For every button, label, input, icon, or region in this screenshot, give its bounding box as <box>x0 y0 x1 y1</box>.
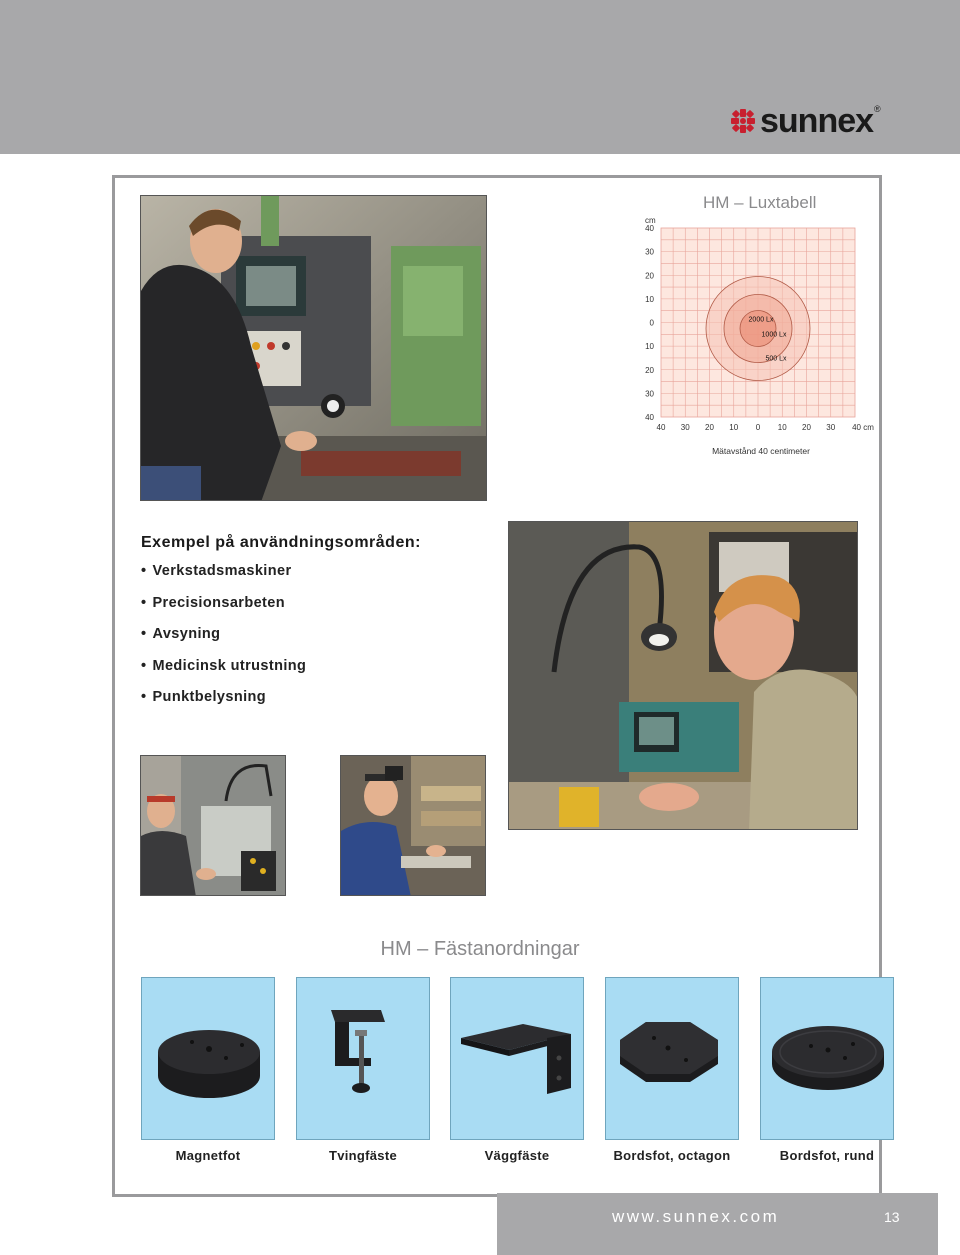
luxtable-x-tick: 20 <box>802 423 811 432</box>
luxtable-y-tick: 30 <box>645 248 654 257</box>
photo-operator <box>140 755 286 896</box>
mount-label: Väggfäste <box>484 1148 550 1163</box>
footer-band <box>497 1193 938 1255</box>
list-item: Punktbelysning <box>141 686 306 718</box>
luxtable-ring <box>739 310 777 347</box>
photo-machinist <box>140 195 487 501</box>
mount-label: Bordsfot, octagon <box>613 1148 731 1163</box>
luxtable-x-tick: 20 <box>705 423 714 432</box>
luxtable-x-tick: 10 <box>729 423 738 432</box>
clamp-icon <box>331 1010 385 1093</box>
list-item: Medicinsk utrustning <box>141 655 306 687</box>
mount-label: Magnetfot <box>175 1148 241 1163</box>
round-base-icon <box>772 1026 884 1090</box>
luxtable-y-tick: 40 <box>645 224 654 233</box>
luxtable-x-tick: 30 <box>826 423 835 432</box>
mount-tile-bordsfot-octagon <box>605 977 739 1140</box>
luxtable-ring-label: 2000 Lx <box>749 317 774 324</box>
luxtable-x-tick: 30 <box>681 423 690 432</box>
magnet-base-icon <box>158 1030 260 1098</box>
mount-label: Tvingfäste <box>328 1148 397 1163</box>
header-band <box>0 0 960 154</box>
luxtable-caption: Mätavstånd 40 centimeter <box>712 446 810 456</box>
luxtable-ring-label: 500 Lx <box>765 356 787 363</box>
logo-text: sunnex <box>760 102 874 140</box>
mount-label: Bordsfot, rund <box>779 1148 875 1163</box>
luxtable-unit-label: cm <box>645 216 656 225</box>
wall-bracket-icon <box>461 1024 571 1094</box>
luxtable-x-tick: 10 <box>778 423 787 432</box>
luxtable-y-tick: 30 <box>645 389 654 398</box>
luxtable-x-tick: 40 <box>657 423 666 432</box>
page-number: 13 <box>884 1209 900 1225</box>
mount-tile-tvingfaste <box>296 977 430 1140</box>
list-item: Avsyning <box>141 623 306 655</box>
uses-heading: Exempel på användningsområden: <box>141 534 421 551</box>
luxtable-y-tick: 10 <box>645 342 654 351</box>
photo-technician <box>508 521 858 830</box>
luxtable-y-tick: 20 <box>645 366 654 375</box>
photo-headlamp-worker <box>340 755 486 896</box>
uses-list: Verkstadsmaskiner Precisionsarbeten Avsy… <box>141 560 306 718</box>
list-item: Precisionsarbeten <box>141 592 306 624</box>
luxtable-title: HM – Luxtabell <box>703 193 817 212</box>
luxtable-x-tick: 40 cm <box>852 423 874 432</box>
luxtable-y-tick: 40 <box>645 413 654 422</box>
mount-tile-magnetfot <box>141 977 275 1140</box>
luxtable-y-tick: 10 <box>645 295 654 304</box>
luxtable-ring-label: 1000 Lx <box>762 332 787 339</box>
luxtable-y-tick: 0 <box>650 319 655 328</box>
list-item: Verkstadsmaskiner <box>141 560 306 592</box>
sunnex-logo[interactable]: sunnex ® <box>730 104 881 138</box>
mounts-title: HM – Fästanordningar <box>380 938 580 960</box>
mount-tile-bordsfot-rund <box>760 977 894 1140</box>
luxtable-y-tick: 20 <box>645 271 654 280</box>
mount-tile-vaggfaste <box>450 977 584 1140</box>
registered-mark: ® <box>874 104 881 114</box>
footer-url[interactable]: www.sunnex.com <box>612 1207 780 1226</box>
sunnex-flower-icon <box>731 109 755 133</box>
octagon-base-icon <box>620 1022 718 1082</box>
luxtable-x-tick: 0 <box>756 423 761 432</box>
